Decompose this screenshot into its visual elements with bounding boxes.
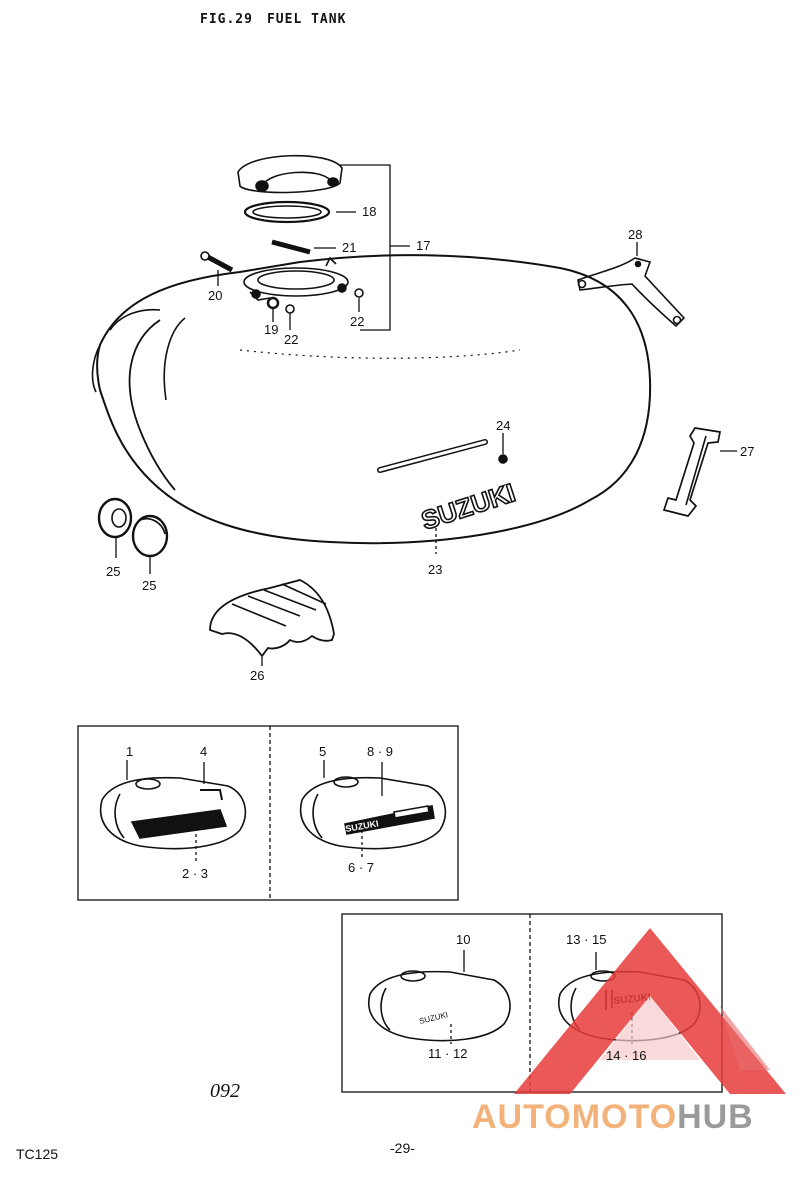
callout-23: 23 [428, 562, 442, 577]
page-number: -29- [390, 1140, 415, 1156]
fuel-cap-part [237, 154, 343, 194]
callout-4: 4 [200, 744, 207, 759]
washer-part [266, 296, 280, 310]
variant-tank-3: SUZUKI [368, 970, 511, 1042]
callout-22b: 22 [350, 314, 364, 329]
callout-2-3: 2 · 3 [182, 866, 208, 881]
fuel-tank-part [91, 254, 652, 545]
callout-1: 1 [126, 744, 133, 759]
variant-tank-1 [99, 776, 247, 850]
svg-text:SUZUKI: SUZUKI [418, 1010, 449, 1026]
variant-tank-2: SUZUKI [299, 776, 447, 850]
cap-bolt-part [200, 251, 234, 273]
figure-number: FIG.29 [200, 12, 253, 27]
callout-25b: 25 [142, 578, 156, 593]
clip-part-2 [354, 288, 364, 298]
callout-22a: 22 [284, 332, 298, 347]
figure-name: FUEL TANK [266, 12, 347, 27]
callout-18: 18 [362, 204, 376, 219]
tank-rubber-cover-part [209, 579, 335, 658]
page-code: 092 [210, 1080, 240, 1102]
rubber-strap-part [662, 427, 722, 517]
filler-neck-part [243, 256, 349, 301]
watermark-logo [514, 928, 786, 1094]
callout-19: 19 [264, 322, 278, 337]
tank-cushion-part [97, 497, 169, 558]
watermark-text-part1: AUTOMOTO [472, 1098, 678, 1136]
callout-28: 28 [628, 227, 642, 242]
figure-title: FIG.29 FUEL TANK [200, 12, 360, 27]
callout-10: 10 [456, 932, 470, 947]
callout-24: 24 [496, 418, 510, 433]
callout-11-12: 11 · 12 [428, 1046, 468, 1061]
callout-13-15: 13 · 15 [566, 932, 606, 947]
suzuki-emblem-part: SUZUKI [417, 476, 520, 536]
model-label: TC125 [16, 1146, 59, 1162]
callout-25a: 25 [106, 564, 120, 579]
callout-26: 26 [250, 668, 264, 683]
watermark-text: AUTOMOTOHUB [472, 1098, 754, 1137]
variant-box-top [77, 725, 459, 901]
callout-6-7: 6 · 7 [348, 860, 374, 875]
callout-21: 21 [342, 240, 356, 255]
cap-pin-part [271, 239, 311, 255]
callout-14-16: 14 · 16 [606, 1048, 646, 1063]
mount-bracket-part [577, 257, 686, 328]
clip-part [285, 304, 295, 314]
cap-gasket-part [243, 200, 331, 224]
tank-logo-text: SUZUKI [418, 477, 519, 535]
callout-8-9: 8 · 9 [367, 744, 393, 759]
assembly-bracket-line [340, 164, 391, 331]
watermark-text-part2: HUB [677, 1098, 754, 1136]
callout-5: 5 [319, 744, 326, 759]
callout-17: 17 [416, 238, 430, 253]
callout-27: 27 [740, 444, 754, 459]
callout-20: 20 [208, 288, 222, 303]
